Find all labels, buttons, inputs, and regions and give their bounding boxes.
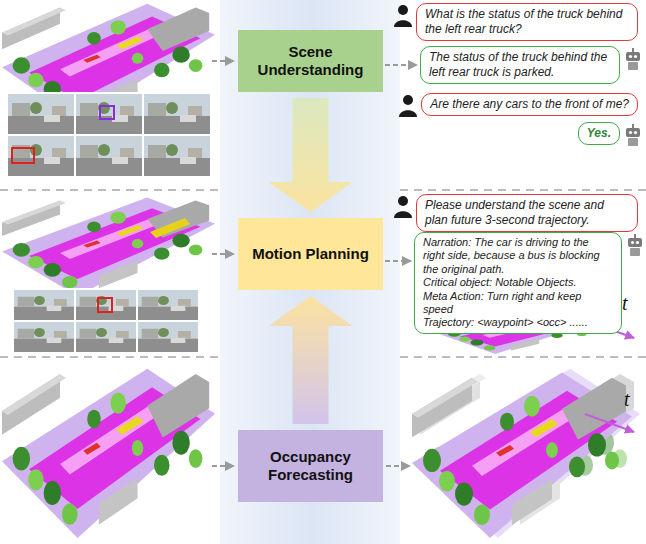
question-bubble: Are there any cars to the front of me? [421, 93, 638, 116]
robot-icon [623, 47, 643, 71]
time-label: t [624, 388, 630, 411]
illustration-part [138, 290, 198, 320]
node-text: Trajectory: <waypoint> <occ> ...... [423, 316, 613, 329]
illustration-part [76, 322, 136, 352]
illustration-part [138, 322, 198, 352]
illustration-part [412, 373, 632, 538]
illustration-part [0, 356, 220, 358]
user-icon [393, 4, 413, 28]
question-bubble: Please understand the scene and plan fut… [416, 194, 638, 232]
time-arrows [585, 322, 634, 432]
illustration-part [585, 414, 634, 432]
illustration-part [144, 136, 210, 176]
node-text: Are there any cars to the front of me? [430, 97, 629, 112]
illustration-part [2, 198, 215, 296]
icon-shape [399, 95, 417, 117]
answer-bubble: The status of the truck behind the left … [420, 46, 620, 84]
illustration-part [12, 288, 202, 354]
dashed-arrow [385, 64, 417, 66]
illustration-part [14, 290, 74, 320]
node-text: Critical object: Notable Objects. [423, 276, 613, 289]
flow-arrow [269, 98, 353, 212]
user-icon [398, 94, 418, 118]
occupancy-row3 [2, 369, 215, 538]
task-box: Motion Planning [238, 218, 383, 290]
illustration-part [98, 298, 112, 312]
node-text: What is the status of the truck behind t… [425, 7, 629, 37]
illustration-part [6, 92, 212, 178]
illustration-part [150, 218, 190, 238]
icon-shape [626, 124, 640, 146]
illustration-part [386, 465, 410, 467]
input-arrows [212, 61, 410, 466]
illustration-part [8, 94, 74, 134]
robot-icon [625, 233, 645, 257]
node-text: Meta Action: Turn right and keep speed [423, 290, 613, 317]
illustration-part [14, 322, 74, 352]
illustration-part [400, 189, 646, 191]
illustration-part [76, 136, 142, 176]
camera-grid-row2 [12, 288, 202, 354]
illustration-part [212, 465, 234, 467]
user-icon [393, 195, 413, 219]
icon-shape [628, 234, 642, 256]
flow-arrow [269, 296, 353, 424]
answer-bubble: Narration: The car is driving to the rig… [414, 232, 622, 334]
illustration-part [212, 60, 234, 62]
center-band [220, 0, 400, 544]
node-text: Scene Understanding [248, 43, 373, 79]
illustration-part [144, 94, 210, 134]
node-text: Motion Planning [252, 245, 369, 263]
illustration-part [400, 356, 646, 358]
illustration-part [76, 94, 142, 134]
illustration-part [8, 136, 74, 176]
icon-shape [626, 48, 640, 70]
question-bubble: What is the status of the truck behind t… [416, 3, 638, 41]
illustration-part [212, 253, 234, 255]
illustration-part [12, 148, 34, 163]
node-text: Please understand the scene and plan fut… [425, 198, 629, 228]
node-text: Narration: The car is driving to the rig… [423, 236, 613, 276]
node-text: Yes. [587, 126, 611, 141]
task-box: Occupancy Forecasting [238, 430, 383, 502]
icon-shape [394, 196, 412, 218]
illustration-part [76, 290, 136, 320]
task-box: Scene Understanding [238, 30, 383, 92]
occupancy-row2 [2, 198, 215, 296]
node-text: The status of the truck behind the left … [429, 50, 611, 80]
forecast-occupancy-row3 [412, 369, 640, 538]
node-text: Occupancy Forecasting [248, 448, 373, 484]
illustration-part [100, 106, 114, 119]
illustration-part [0, 189, 220, 191]
camera-grid-row1 [6, 92, 212, 178]
answer-bubble: Yes. [578, 122, 620, 145]
dashed-arrow [385, 260, 411, 262]
robot-icon [623, 123, 643, 147]
illustration-part [2, 369, 215, 538]
time-label: t [622, 292, 628, 315]
icon-shape [394, 5, 412, 27]
